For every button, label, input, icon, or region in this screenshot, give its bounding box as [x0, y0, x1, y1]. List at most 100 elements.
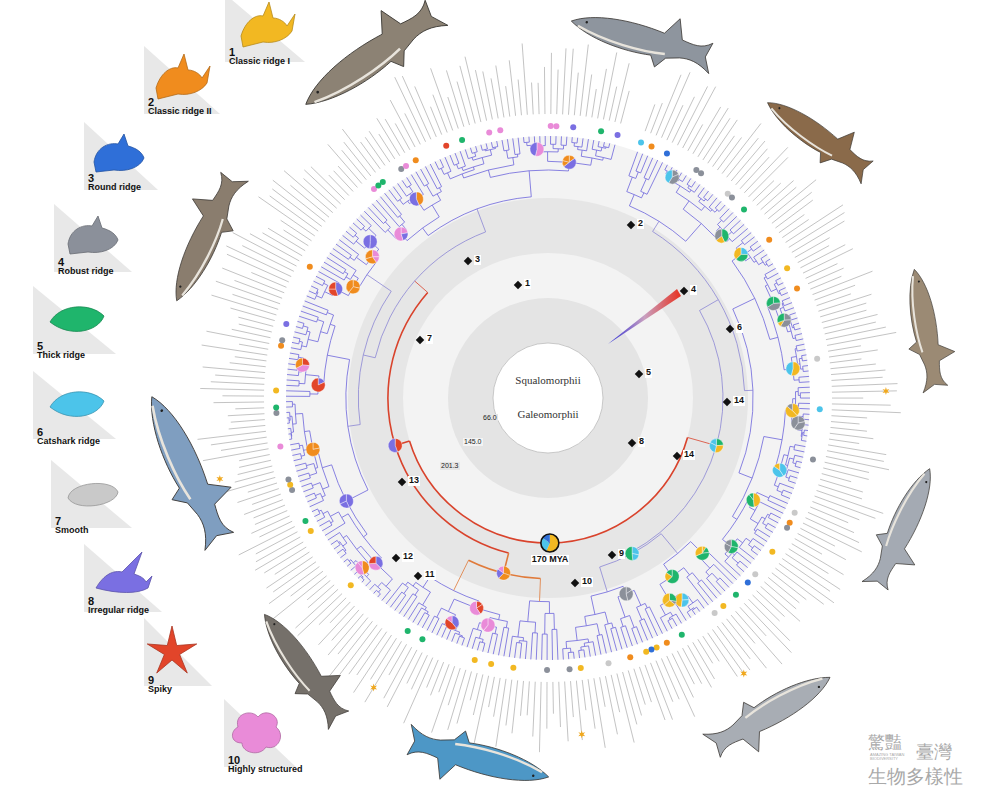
branch-arc — [765, 523, 768, 528]
branch-stem — [757, 529, 770, 537]
tip-label-stroke — [815, 496, 876, 518]
tip-star — [216, 475, 223, 483]
branch-stem — [376, 200, 399, 226]
tip-label-stroke — [628, 670, 641, 715]
branch-stem — [393, 187, 402, 199]
branch-arc — [789, 323, 793, 338]
branch-stem — [780, 307, 783, 308]
branch-stem — [408, 603, 419, 620]
tip-label-stroke — [557, 70, 558, 115]
pie-chart — [306, 442, 320, 456]
branch-arc — [767, 306, 784, 370]
branch-stem — [440, 159, 444, 167]
legend-label: Highly structured — [228, 765, 303, 775]
tip-label-stroke — [731, 141, 765, 181]
branch-stem — [316, 296, 321, 298]
branch-stem — [321, 267, 344, 280]
branch-stem — [765, 528, 773, 533]
tip-dot — [679, 632, 685, 638]
branch-arc — [579, 649, 584, 651]
branch-stem — [479, 631, 481, 638]
tip-label-stroke — [688, 645, 712, 687]
branch-arc — [576, 624, 598, 628]
legend-label: Spiky — [148, 685, 172, 695]
branch-arc — [318, 322, 324, 342]
branch-stem — [544, 613, 545, 634]
pie-slice — [365, 250, 372, 259]
branch-stem — [400, 216, 405, 222]
branch-stem — [755, 533, 768, 541]
shark-figure — [757, 82, 884, 189]
branch-stem — [437, 624, 442, 636]
branch-stem — [334, 545, 340, 549]
pie-chart — [665, 170, 679, 184]
branch-stem — [558, 149, 559, 152]
branch-arc — [698, 580, 702, 583]
branch-stem — [427, 616, 434, 630]
branch-stem — [782, 298, 790, 301]
branch-stem — [366, 575, 368, 577]
pie-slice — [306, 442, 320, 456]
branch-arc — [796, 346, 797, 351]
branch-stem — [587, 139, 589, 151]
pie-slice — [370, 235, 378, 249]
time-band — [403, 253, 693, 543]
tip-label-stroke — [475, 70, 486, 121]
branch-stem — [467, 628, 473, 647]
pie-chart — [388, 438, 402, 452]
branch-stem — [292, 342, 299, 343]
tip-label-stroke — [200, 388, 264, 390]
branch-stem — [790, 446, 794, 448]
tip-label-stroke — [806, 518, 860, 543]
branch-stem — [331, 540, 337, 544]
tree-branches — [286, 136, 810, 660]
branch-stem — [462, 638, 465, 645]
branch-arc — [801, 356, 803, 361]
branch-stem — [593, 642, 596, 656]
branch-stem — [637, 607, 642, 619]
branch-arc — [520, 621, 536, 622]
pie-slice — [695, 546, 702, 556]
branch-stem — [621, 627, 627, 647]
tip-label-stroke — [772, 573, 806, 600]
branch-arc — [460, 636, 465, 638]
pie-slice — [369, 563, 381, 570]
branch-arc — [574, 146, 582, 148]
branch-arc — [292, 402, 293, 407]
tip-label-stroke — [662, 72, 691, 137]
tip-dot — [443, 143, 449, 149]
branch-arc — [437, 187, 441, 189]
tip-dot — [627, 654, 633, 660]
branch-stem — [781, 495, 790, 499]
branch-arc — [468, 156, 475, 158]
legend-icon — [225, 0, 305, 62]
branch-stem — [287, 379, 300, 381]
branch-arc — [326, 310, 328, 315]
tip-label-stroke — [764, 582, 796, 609]
branch-arc — [733, 309, 753, 473]
tip-label-stroke — [311, 167, 345, 200]
branch-arc — [309, 473, 311, 478]
branch-arc — [295, 404, 296, 424]
branch-stem — [358, 576, 360, 578]
branch-arc — [306, 332, 310, 347]
branch-stem — [310, 393, 318, 394]
branch-stem — [803, 413, 809, 414]
tip-label-stroke — [446, 70, 463, 126]
tip-dot — [729, 195, 735, 201]
branch-arc — [515, 153, 520, 155]
branch-stem — [795, 445, 806, 447]
pie-slice — [665, 170, 672, 183]
tip-label-stroke — [829, 350, 878, 357]
branch-stem — [513, 158, 514, 165]
branch-arc — [732, 261, 770, 339]
branch-stem — [709, 198, 717, 207]
pie-chart — [786, 362, 800, 376]
tip-dot — [733, 592, 739, 598]
tip-label-stroke — [789, 213, 845, 248]
branch-stem — [460, 151, 465, 166]
tip-label-stroke — [786, 554, 841, 590]
branch-stem — [723, 212, 733, 222]
tip-label-stroke — [340, 625, 377, 674]
branch-arc — [803, 430, 805, 435]
